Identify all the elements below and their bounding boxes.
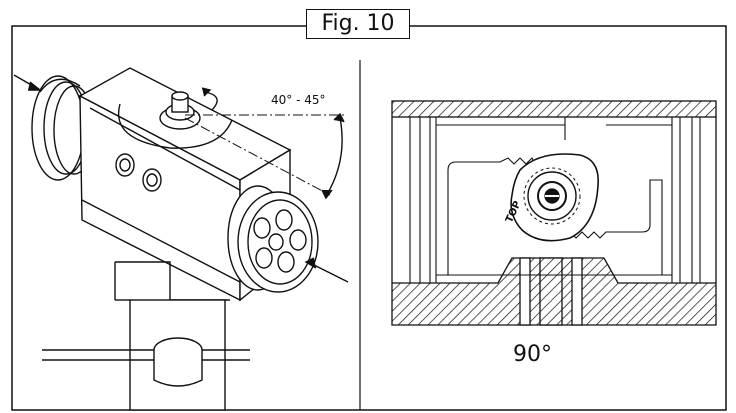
figure-label: Fig. 10 xyxy=(306,9,410,39)
rotation-degree-label: 90° xyxy=(513,342,552,367)
actuator-drawing xyxy=(13,67,349,411)
angle-range-label: 40° - 45° xyxy=(271,93,326,107)
cross-section-drawing xyxy=(391,100,717,326)
